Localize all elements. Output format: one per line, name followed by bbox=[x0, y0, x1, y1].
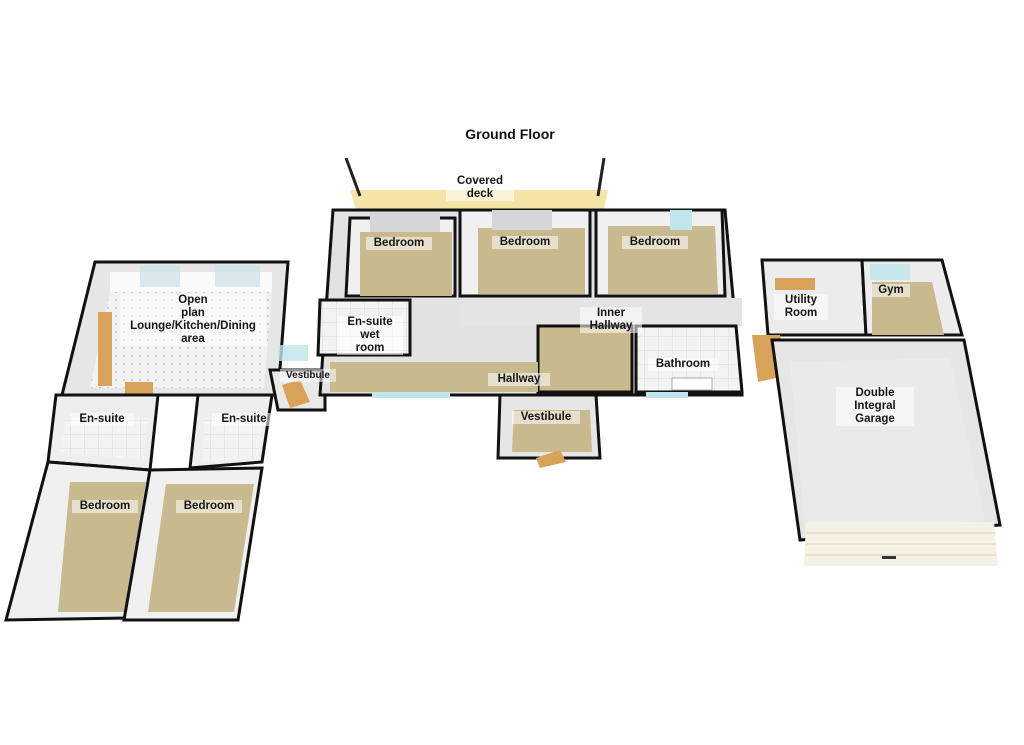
plan-title: Ground Floor bbox=[465, 126, 555, 142]
gym-label: Gym bbox=[872, 284, 910, 297]
bedroom-right-label: Bedroom bbox=[176, 500, 242, 513]
vestibule-west-label: Vestibule bbox=[280, 369, 336, 382]
ensuite-wet-room-label: En-suite wet room bbox=[337, 316, 403, 355]
ensuite-left-label: En-suite bbox=[70, 413, 134, 426]
bedroom-b-label: Bedroom bbox=[492, 236, 558, 249]
bedroom-c-label: Bedroom bbox=[622, 236, 688, 249]
double-integral-garage-label: Double Integral Garage bbox=[836, 387, 914, 426]
bathroom-label: Bathroom bbox=[648, 358, 718, 371]
ensuite-right-label: En-suite bbox=[212, 413, 276, 426]
central-block bbox=[316, 208, 744, 468]
utility-room-label: Utility Room bbox=[774, 294, 828, 320]
hallway-label: Hallway bbox=[488, 373, 550, 386]
covered-deck-label: Covered deck bbox=[446, 175, 514, 201]
open-plan-label: Open plan Lounge/Kitchen/Dining area bbox=[120, 294, 266, 346]
bedroom-a-label: Bedroom bbox=[366, 237, 432, 250]
bedroom-left-label: Bedroom bbox=[72, 500, 138, 513]
inner-hallway-label: Inner Hallway bbox=[580, 307, 642, 333]
vestibule-front-label: Vestibule bbox=[512, 411, 580, 424]
